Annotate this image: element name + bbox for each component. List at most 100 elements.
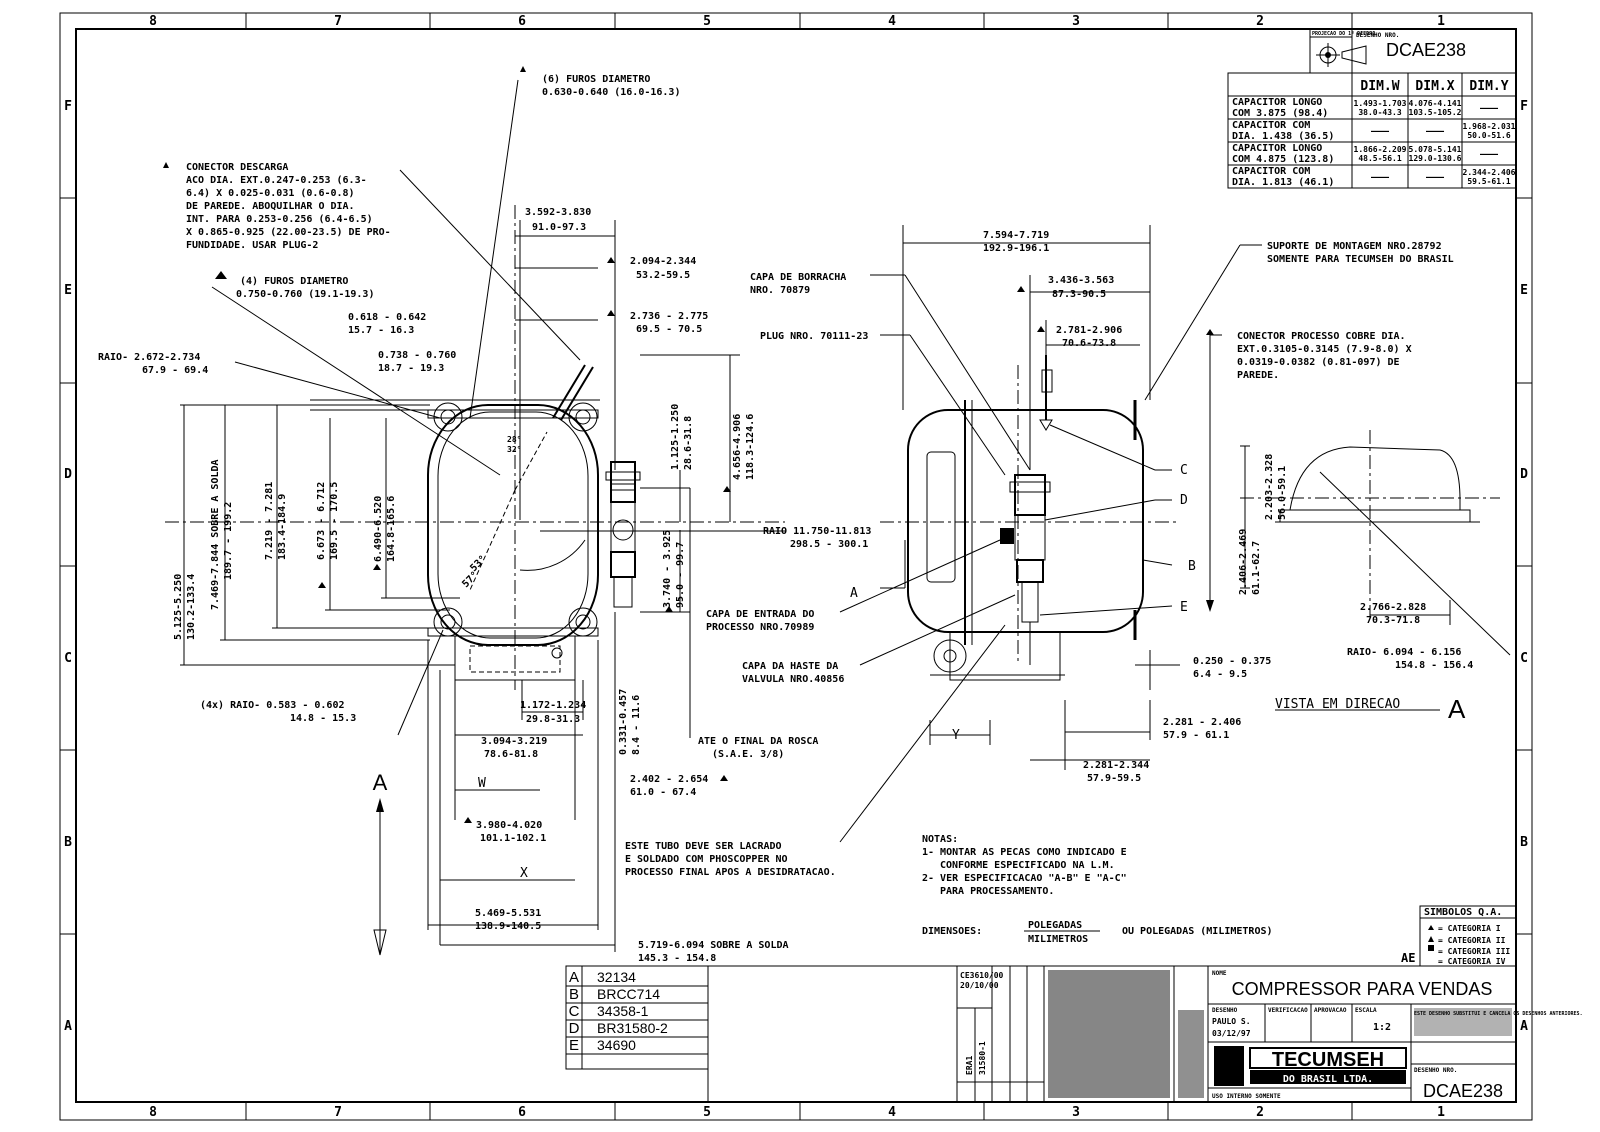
verification-label: VERIFICACAO (1268, 1007, 1308, 1014)
dim-value: 1.866-2.209 (1354, 145, 1407, 154)
annotation-text: CAPA DA HASTE DA (742, 661, 838, 672)
dim-value: 48.5-56.1 (1358, 154, 1402, 163)
annotation-text: 183.4-184.9 (277, 494, 288, 560)
annotation-text: PROCESSO FINAL APOS A DESIDRATACAO. (625, 867, 836, 878)
dim-value: 4.076-4.141 (1409, 99, 1462, 108)
annotation-text: 0.618 - 0.642 (348, 312, 426, 323)
ref-value: BRCC714 (597, 986, 660, 1002)
annotation-text: 0.250 - 0.375 (1193, 656, 1271, 667)
drawn-by-date: 03/12/97 (1212, 1029, 1251, 1038)
annotation-text: CAPA DE BORRACHA (750, 272, 846, 283)
annotation-text: EXT.0.3105-0.3145 (7.9-8.0) X (1237, 344, 1412, 355)
drawn-by-label: DESENHO (1212, 1007, 1238, 1014)
dim-value-empty: ——— (1371, 126, 1390, 137)
dim-value-empty: ——— (1480, 103, 1499, 114)
symbol-category: = CATEGORIA I (1438, 924, 1501, 933)
era-number: 31580-1 (978, 1041, 987, 1075)
callout-letter: E (1180, 600, 1188, 615)
dim-header: DIM.X (1415, 79, 1454, 94)
dim-value: 129.0-130.6 (1409, 154, 1462, 163)
supersedes-note: ESTE DESENHO SUBSTITUI E CANCELA OS DESE… (1414, 1011, 1583, 1017)
annotation-text: 6.673 - 6.712 (316, 482, 327, 560)
zone-col-label: 5 (703, 1105, 711, 1120)
annotation-text: 5.719-6.094 SOBRE A SOLDA (638, 940, 789, 951)
approval-label: APROVACAO (1314, 1007, 1347, 1014)
annotation-text: 53.2-59.5 (636, 270, 690, 281)
annotation-text: 78.6-81.8 (484, 749, 538, 760)
zone-row-label: B (1520, 835, 1528, 850)
zone-col-label: 7 (334, 1105, 342, 1120)
dimension-letter: W (478, 776, 486, 791)
annotation-text: 0.738 - 0.760 (378, 350, 456, 361)
header-block: PROJECAO DO 1º DIEDRO DESENHO NRO. DCAE2… (1309, 28, 1517, 74)
zone-col-label: 2 (1256, 14, 1264, 29)
ref-letter: A (569, 969, 579, 986)
dim-row-label: DIA. 1.813 (46.1) (1232, 177, 1334, 188)
dimension-units-label: DIMENSOES: (922, 926, 982, 937)
dim-value: 1.493-1.703 (1354, 99, 1407, 108)
annotation-text: 6.4) X 0.025-0.031 (0.6-0.8) (186, 188, 355, 199)
dimension-units-inches: POLEGADAS (1028, 920, 1082, 931)
annotation-text: 0.750-0.760 (19.1-19.3) (236, 289, 374, 300)
annotation-text: E SOLDADO COM PHOSCOPPER NO (625, 854, 788, 865)
drawing-no-label: DESENHO NRO. (1356, 32, 1399, 39)
company-name: TECUMSEH (1272, 1049, 1384, 1071)
annotation-text: 69.5 - 70.5 (636, 324, 702, 335)
drawn-by-name: PAULO S. (1212, 1017, 1251, 1026)
era-label: ERA1 (965, 1056, 974, 1075)
annotation-text: 2.281-2.344 (1083, 760, 1149, 771)
symbol-category: = CATEGORIA II (1438, 936, 1506, 945)
dimension-letter: Y (952, 728, 960, 743)
dim-row-label: CAPACITOR COM (1232, 166, 1310, 177)
annotation-text: CAPA DE ENTRADA DO (706, 609, 814, 620)
zone-col-label: 8 (149, 14, 157, 29)
dimension-table: DIM.W DIM.X DIM.Y (1227, 72, 1517, 189)
dimension-units-mm: MILIMETROS (1028, 934, 1088, 945)
drawing-no-label: DESENHO NRO. (1414, 1067, 1457, 1074)
revision-date: 20/10/00 (960, 981, 999, 990)
annotation-text: (4x) RAIO- 0.583 - 0.602 (200, 700, 345, 711)
annotation-text: (4) FUROS DIAMETRO (240, 276, 348, 287)
ref-letter: C (569, 1003, 580, 1020)
detail-view-a (1240, 430, 1511, 711)
annotation-text: 169.5 - 170.5 (329, 482, 340, 560)
zone-row-label: E (64, 283, 72, 298)
annotation-text: 3.436-3.563 (1048, 275, 1114, 286)
zone-row-label: A (1520, 1019, 1528, 1034)
projection-symbol-icon (1316, 43, 1367, 67)
annotation-text: 298.5 - 300.1 (790, 539, 868, 550)
symbol-category: = CATEGORIA III (1438, 947, 1510, 956)
annotation-text: RAIO- 6.094 - 6.156 (1347, 647, 1461, 658)
internal-use-label: USO INTERNO SOMENTE (1212, 1093, 1281, 1100)
zone-row-label: D (64, 467, 72, 482)
title-block-texts: CE3610/00 20/10/00 ERA1 31580-1 NOME COM… (960, 970, 1583, 1101)
dim-value: 103.5-105.2 (1409, 108, 1462, 117)
zone-column-labels-bottom: 8 7 6 5 4 3 2 1 (149, 1105, 1445, 1120)
dim-row-label: COM 4.875 (123.8) (1232, 154, 1334, 165)
annotation-text: 29.8-31.3 (526, 714, 580, 725)
annotation-text: 87.3-90.5 (1052, 289, 1106, 300)
zone-row-label: B (64, 835, 72, 850)
annotation-text: PROCESSO NRO.70989 (706, 622, 814, 633)
angle-label: 28° (507, 435, 521, 444)
annotation-text: 2.766-2.828 (1360, 602, 1426, 613)
projection-label: PROJECAO DO 1º DIEDRO (1312, 31, 1375, 37)
annotation-text: DE PAREDE. ABOQUILHAR O DIA. (186, 201, 355, 212)
company-subtitle: DO BRASIL LTDA. (1283, 1074, 1373, 1085)
callout-letter: B (1188, 559, 1196, 574)
annotation-text: 7.469-7.844 SOBRE A SOLDA (210, 459, 221, 610)
annotation-text: 28.6-31.8 (683, 416, 694, 470)
annotation-text: 118.3-124.6 (745, 414, 756, 480)
zone-col-label: 4 (888, 14, 896, 29)
drawing-number-footer: DCAE238 (1423, 1081, 1503, 1101)
dim-value-empty: ——— (1371, 172, 1390, 183)
ref-value: 34358-1 (597, 1003, 649, 1019)
dim-header: DIM.Y (1469, 79, 1508, 94)
annotation-text: 2.781-2.906 (1056, 325, 1122, 336)
zone-dividers (60, 13, 1532, 1120)
zone-col-label: 8 (149, 1105, 157, 1120)
annotation-text: PLUG NRO. 70111-23 (760, 331, 868, 342)
annotation-text: 67.9 - 69.4 (142, 365, 208, 376)
zone-row-label: F (1520, 99, 1528, 114)
